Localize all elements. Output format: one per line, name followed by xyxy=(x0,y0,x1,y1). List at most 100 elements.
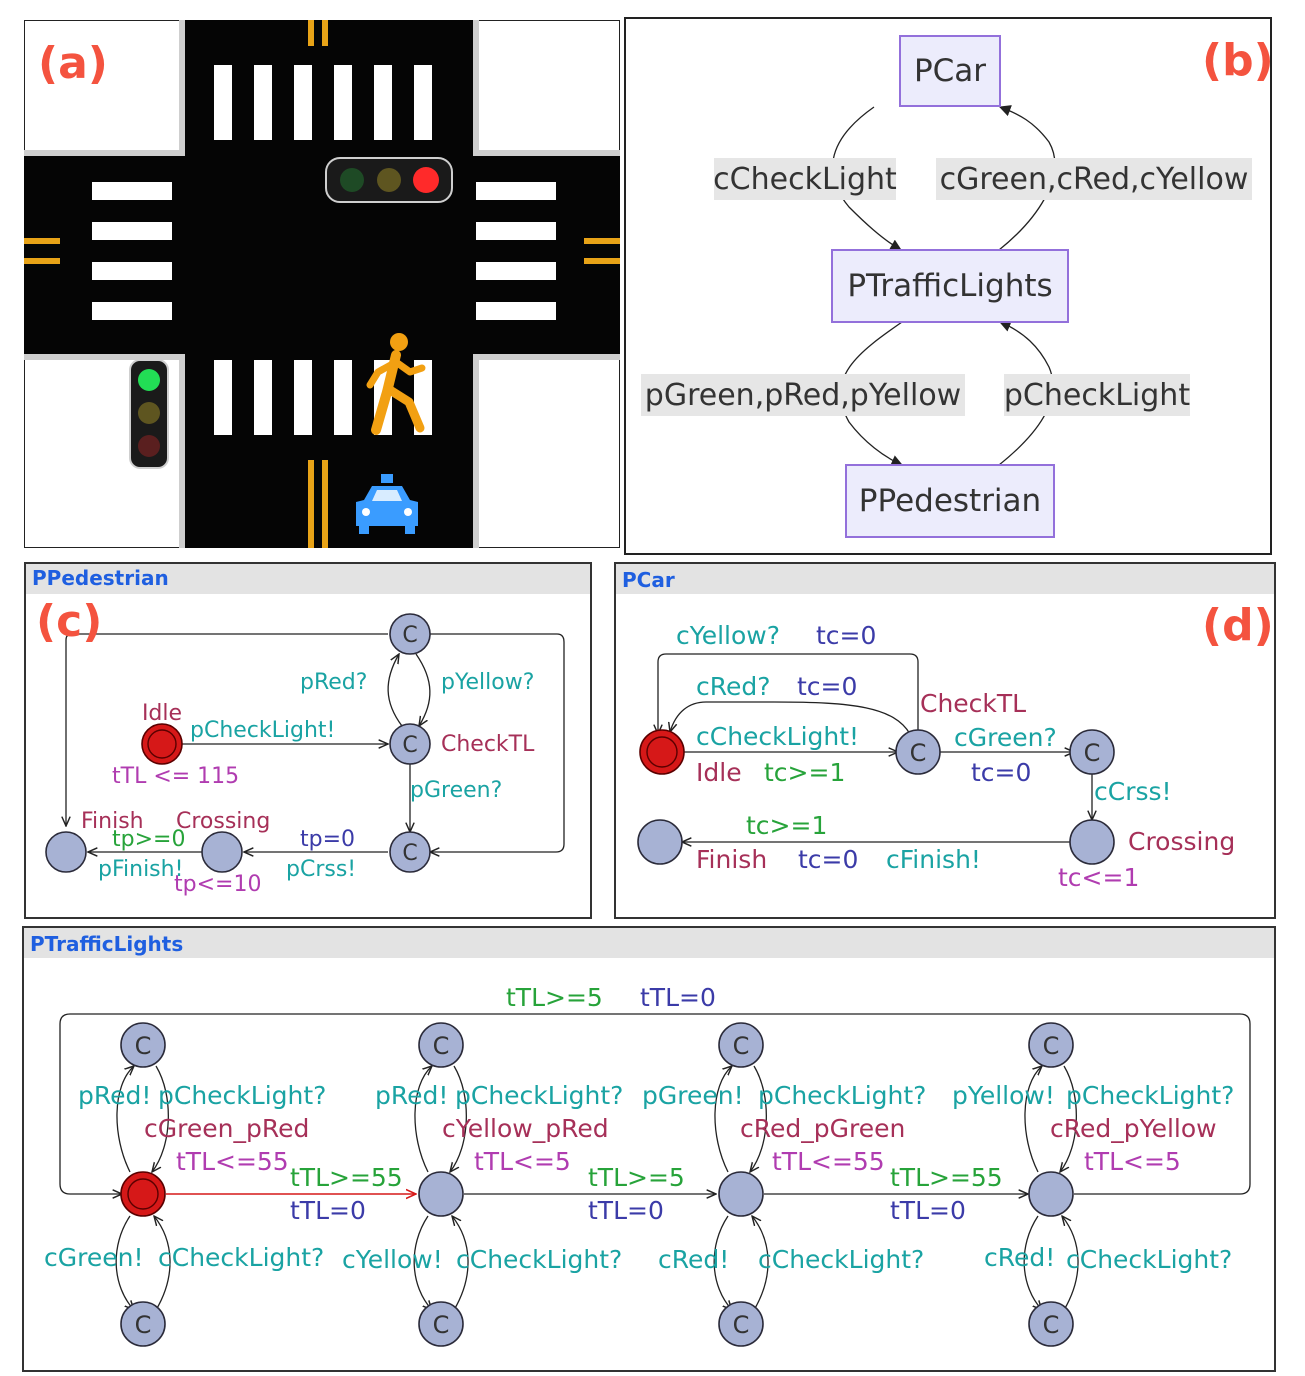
committed-mark: C xyxy=(733,1032,750,1060)
crosswalk-bottom xyxy=(214,360,432,435)
committed-mark: C xyxy=(402,841,417,866)
label-s4-invariant: tTL<=5 xyxy=(1084,1147,1181,1176)
committed-mark: C xyxy=(1084,739,1101,767)
panel-tag-c: (c) xyxy=(36,596,102,647)
label-invariant-crossing: tc<=1 xyxy=(1058,863,1139,892)
label-e34-reset: tTL=0 xyxy=(890,1196,966,1225)
committed-mark: C xyxy=(402,623,417,648)
label-e12-reset: tTL=0 xyxy=(290,1196,366,1225)
label-s1-cchecklight: cCheckLight? xyxy=(158,1243,324,1272)
crosswalk-left xyxy=(92,182,172,320)
label-e12-guard: tTL>=55 xyxy=(290,1163,403,1192)
crosswalk-right xyxy=(476,182,556,320)
label-s2-pchecklight: pCheckLight? xyxy=(455,1081,623,1110)
node-ptrafficlights-label: PTrafficLights xyxy=(847,268,1052,304)
committed-mark: C xyxy=(135,1032,152,1060)
pcar-automaton: PCar C C cYellow? tc=0 cRed? tc=0 cCheck… xyxy=(614,562,1276,919)
location-cyellow-pred xyxy=(418,1171,464,1217)
label-checktl: CheckTL xyxy=(920,689,1026,718)
intersection-illustration: (a) xyxy=(23,19,621,549)
label-s2-pred: pRed! xyxy=(375,1081,448,1110)
label-cchecklight: cCheckLight! xyxy=(696,722,859,751)
label-s3-name: cRed_pGreen xyxy=(740,1114,905,1143)
label-crossing: Crossing xyxy=(1128,827,1235,856)
location-crossing xyxy=(201,831,243,873)
label-tp-guard: tp>=0 xyxy=(112,827,185,852)
location-checktl xyxy=(895,729,941,775)
committed-mark: C xyxy=(402,733,417,758)
label-e23-reset: tTL=0 xyxy=(588,1196,664,1225)
label-tc-reset-2: tc=0 xyxy=(797,672,857,701)
label-crossing: Crossing xyxy=(176,809,270,834)
traffic-light-icon xyxy=(129,359,169,469)
location-cred-pgreen xyxy=(718,1171,764,1217)
committed-mark: C xyxy=(433,1032,450,1060)
label-s4-pyellow: pYellow! xyxy=(952,1081,1055,1110)
label-pcrss: pCrss! xyxy=(286,857,356,882)
label-e34-guard: tTL>=55 xyxy=(890,1163,1003,1192)
car-icon xyxy=(356,474,418,534)
location-crossing xyxy=(1069,819,1115,865)
label-s2-name: cYellow_pRed xyxy=(442,1114,609,1143)
label-e23-guard: tTL>=5 xyxy=(588,1163,685,1192)
committed-mark: C xyxy=(1043,1032,1060,1060)
committed-mark: C xyxy=(433,1311,450,1339)
label-top-reset: tTL=0 xyxy=(640,983,716,1012)
edge-label-pcheck: pCheckLight xyxy=(1004,378,1190,413)
label-s4-cred: cRed! xyxy=(984,1243,1055,1272)
label-cred: cRed? xyxy=(696,672,771,701)
panel-e-title: PTrafficLights xyxy=(30,932,183,956)
panel-c-ppedestrian: PPedestrian C C C Idle tTL <= 115 pCheck… xyxy=(24,562,592,919)
panel-d-title: PCar xyxy=(622,568,675,592)
label-s1-pred: pRed! xyxy=(78,1081,151,1110)
label-tc-guard-idle: tc>=1 xyxy=(764,758,845,787)
label-s3-cred: cRed! xyxy=(658,1245,729,1274)
label-pgreen: pGreen? xyxy=(410,778,502,803)
panel-e-ptrafficlights: PTrafficLights C C C C C C xyxy=(22,926,1276,1372)
label-s4-name: cRed_pYellow xyxy=(1050,1114,1217,1143)
committed-mark: C xyxy=(1043,1311,1060,1339)
label-pred: pRed? xyxy=(300,670,367,695)
node-ppedestrian-label: PPedestrian xyxy=(859,483,1041,519)
label-cgreen: cGreen? xyxy=(954,723,1057,752)
panel-tag-b: (b) xyxy=(1202,35,1272,86)
panel-d-pcar: PCar C C cYellow? tc=0 cRed? tc=0 cCheck… xyxy=(614,562,1276,919)
label-pchecklight: pCheckLight! xyxy=(190,718,335,743)
label-pfinish: pFinish! xyxy=(98,857,183,882)
label-s1-name: cGreen_pRed xyxy=(144,1114,309,1143)
ppedestrian-automaton: PPedestrian C C C Idle tTL <= 115 pCheck… xyxy=(24,562,592,919)
label-invariant-idle: tTL <= 115 xyxy=(112,764,239,789)
edge-label-ccheck: cCheckLight xyxy=(713,162,897,197)
label-cfinish: cFinish! xyxy=(886,845,981,874)
panel-a-intersection: (a) xyxy=(23,19,621,549)
label-pyellow: pYellow? xyxy=(441,670,534,695)
panel-tag-d: (d) xyxy=(1202,600,1274,651)
location-cred-pyellow xyxy=(1028,1171,1074,1217)
label-top-guard: tTL>=5 xyxy=(506,983,603,1012)
label-finish: Finish xyxy=(696,845,767,874)
node-ppedestrian xyxy=(845,464,1055,538)
label-s3-cchecklight: cCheckLight? xyxy=(758,1245,924,1274)
edge-label-cgreen: cGreen,cRed,cYellow xyxy=(940,162,1249,197)
panel-c-title: PPedestrian xyxy=(32,566,169,590)
label-s2-cchecklight: cCheckLight? xyxy=(456,1245,622,1274)
label-invariant-crossing: tp<=10 xyxy=(174,872,261,897)
label-s4-pchecklight: pCheckLight? xyxy=(1066,1081,1234,1110)
edge-label-pgreen: pGreen,pRed,pYellow xyxy=(645,378,961,413)
label-s4-cchecklight: cCheckLight? xyxy=(1066,1245,1232,1274)
crosswalk-top xyxy=(214,65,432,140)
label-tp-reset: tp=0 xyxy=(300,827,355,852)
label-s1-pchecklight: pCheckLight? xyxy=(158,1081,326,1110)
node-pcar-label: PCar xyxy=(914,53,986,89)
label-s3-pchecklight: pCheckLight? xyxy=(758,1081,926,1110)
label-idle: Idle xyxy=(142,701,182,726)
label-s2-cyellow: cYellow! xyxy=(342,1245,443,1274)
label-cyellow: cYellow? xyxy=(676,621,780,650)
panel-b-process-graph: PCar PTrafficLights PPedestrian cCheckLi… xyxy=(624,17,1274,555)
label-tc-reset-3: tc=0 xyxy=(971,758,1031,787)
label-s3-invariant: tTL<=55 xyxy=(772,1147,885,1176)
label-s1-invariant: tTL<=55 xyxy=(176,1147,289,1176)
committed-mark: C xyxy=(910,739,927,767)
label-s3-pgreen: pGreen! xyxy=(642,1081,744,1110)
location-finish xyxy=(637,819,683,865)
